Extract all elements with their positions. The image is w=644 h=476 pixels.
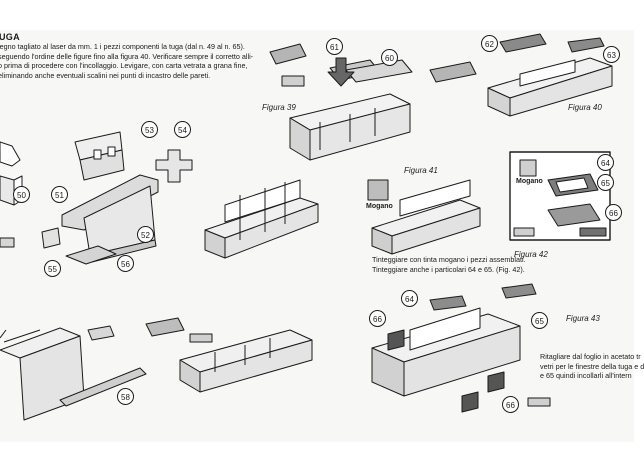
part-number-badge: 56 bbox=[117, 255, 134, 272]
part-number-badge: 62 bbox=[481, 35, 498, 52]
part-number-badge: 52 bbox=[137, 226, 154, 243]
mogano-label: Mogano bbox=[366, 203, 393, 210]
part-53-pieces bbox=[74, 131, 125, 181]
fig40-cabin bbox=[429, 33, 613, 117]
tint-instructions: Tinteggiare con tinta mogano i pezzi ass… bbox=[372, 255, 526, 274]
note-line: Ritagliare dal foglio in acetato tr bbox=[540, 352, 641, 361]
note-line: Tinteggiare anche i particolari 64 e 65.… bbox=[372, 264, 525, 274]
part-number-badge: 61 bbox=[326, 38, 343, 55]
note-line: Tinteggiare con tinta mogano i pezzi ass… bbox=[372, 255, 526, 264]
part-number-badge: 53 bbox=[141, 121, 158, 138]
intro-line: eliminando anche eventuali scalini nei p… bbox=[0, 70, 211, 80]
part-number-badge: 63 bbox=[603, 46, 620, 63]
part-number-badge: 50 bbox=[13, 186, 30, 203]
fig42-box bbox=[509, 151, 611, 241]
center-cabin-frame bbox=[204, 179, 319, 259]
part-number-badge: 54 bbox=[174, 121, 191, 138]
part-54-piece bbox=[155, 149, 193, 183]
cut-instructions: Ritagliare dal foglio in acetato tr vetr… bbox=[540, 352, 644, 381]
fig41-cabin bbox=[371, 179, 481, 255]
figure-40-caption: Figura 40 bbox=[568, 103, 602, 112]
part-number-badge: 60 bbox=[381, 49, 398, 66]
part-number-badge: 65 bbox=[597, 174, 614, 191]
note-line: vetri per le finestre della tuga e d bbox=[540, 361, 644, 371]
note-line: e 65 quindi incollarli all'intern bbox=[540, 371, 632, 381]
top-margin bbox=[0, 0, 634, 30]
intro-text: legno tagliato al laser da mm. 1 i pezzi… bbox=[0, 42, 254, 80]
fig39-roof-pieces bbox=[289, 57, 413, 161]
part-number-badge: 58 bbox=[117, 388, 134, 405]
part-number-badge: 66 bbox=[502, 396, 519, 413]
part-number-badge: 55 bbox=[44, 260, 61, 277]
part-number-badge: 66 bbox=[605, 204, 622, 221]
part-number-badge: 66 bbox=[369, 310, 386, 327]
bottom-center-hull bbox=[145, 317, 313, 393]
part-number-badge: 65 bbox=[531, 312, 548, 329]
figure-39-caption: Figura 39 bbox=[262, 103, 296, 112]
part-number-badge: 51 bbox=[51, 186, 68, 203]
bottom-margin bbox=[0, 442, 634, 476]
part-number-badge: 64 bbox=[401, 290, 418, 307]
mogano-label: Mogano bbox=[516, 178, 543, 185]
intro-line: legno tagliato al laser da mm. 1 i pezzi… bbox=[0, 42, 245, 51]
bottom-left-hull bbox=[0, 325, 147, 421]
section-heading: UGA bbox=[0, 32, 20, 42]
intro-line: seguendo l'ordine delle figure fino alla… bbox=[0, 51, 254, 61]
intro-line: o prima di procedere con l'incollaggio. … bbox=[0, 61, 248, 71]
figure-43-caption: Figura 43 bbox=[566, 314, 600, 323]
part-51-52-walls bbox=[61, 174, 159, 263]
figure-41-caption: Figura 41 bbox=[404, 166, 438, 175]
part-number-badge: 64 bbox=[597, 154, 614, 171]
figure-42-caption: Figura 42 bbox=[514, 250, 548, 259]
fig43-cabin bbox=[371, 283, 551, 413]
